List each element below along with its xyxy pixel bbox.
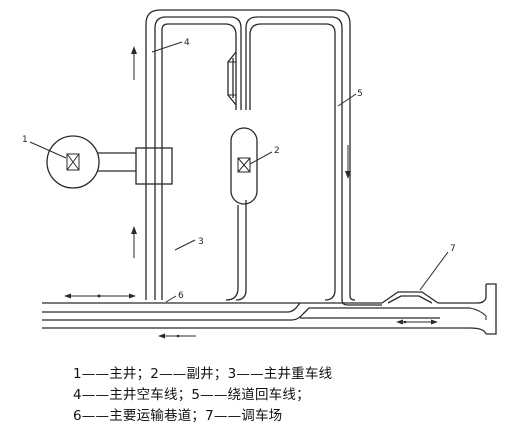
main-haulage-roadway xyxy=(42,302,470,329)
leader-lines xyxy=(29,41,449,303)
track-network xyxy=(145,9,382,306)
legend-row-2: 4——主井空车线；5——绕道回车线； xyxy=(73,387,310,403)
shaft-2 xyxy=(230,127,258,205)
legend-row-3: 6——主要运输巷道；7——调车场 xyxy=(73,408,283,424)
callout-7: 7 xyxy=(450,244,456,254)
track-inner-loop-right xyxy=(249,23,336,301)
callout-6: 6 xyxy=(178,291,184,301)
callout-4: 4 xyxy=(184,38,190,48)
callout-3: 3 xyxy=(198,237,204,247)
track-outer-loop xyxy=(145,9,356,301)
direction-arrows xyxy=(64,46,438,339)
track-center-lower xyxy=(225,205,239,301)
track-inner-outer-loop xyxy=(154,16,382,306)
track-inner-loop-left xyxy=(161,23,237,300)
siding-upper xyxy=(227,51,237,106)
callout-2: 2 xyxy=(274,146,280,156)
shaft-1 xyxy=(46,135,173,189)
marshalling-yard xyxy=(381,283,497,335)
legend-row-1: 1——主井；2——副井；3——主井重车线 xyxy=(73,366,333,382)
callout-1: 1 xyxy=(22,135,28,145)
callout-5: 5 xyxy=(357,89,363,99)
